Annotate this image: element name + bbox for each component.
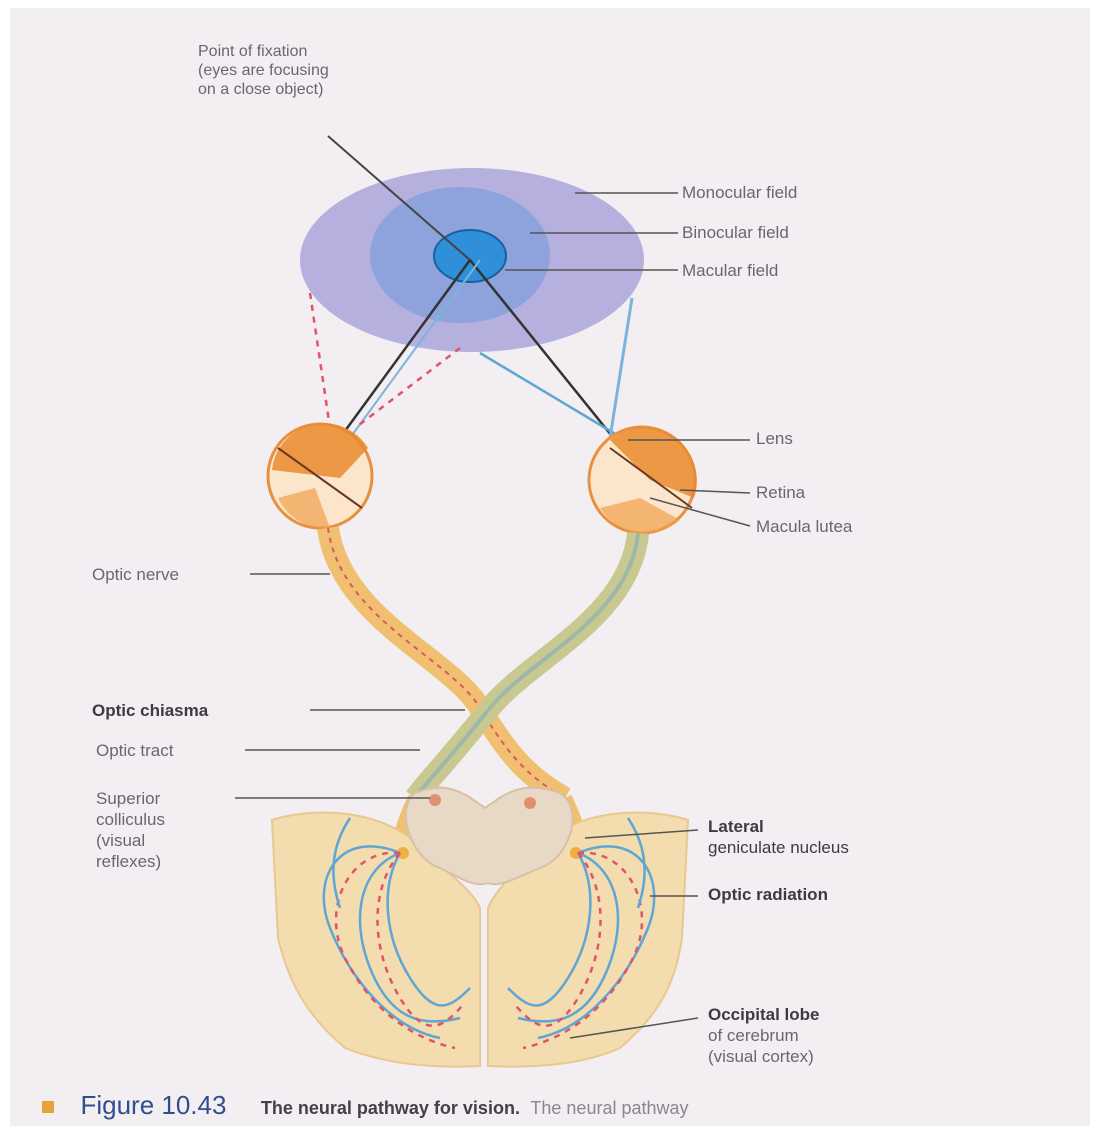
caption-continuation: The neural pathway xyxy=(530,1098,688,1118)
superior-colliculus-label: Superior colliculus (visual reflexes) xyxy=(96,788,165,872)
caption-title: The neural pathway for vision. xyxy=(261,1098,520,1118)
lens-label: Lens xyxy=(756,428,793,449)
figure-caption: Figure 10.43 The neural pathway for visi… xyxy=(42,1090,689,1121)
point-of-fixation-label: Point of fixation (eyes are focusing on … xyxy=(198,42,329,99)
optic-nerve-label: Optic nerve xyxy=(92,564,179,585)
lateral-geniculate-line-1: Lateral xyxy=(708,816,849,837)
retina-label: Retina xyxy=(756,482,805,503)
monocular-field-label: Monocular field xyxy=(682,182,797,203)
left-eye xyxy=(268,423,372,528)
macular-field-label: Macular field xyxy=(682,260,778,281)
occipital-lobe-line-1: Occipital lobe xyxy=(708,1004,819,1025)
point-of-fixation-line-1: Point of fixation xyxy=(198,42,329,61)
point-of-fixation-line-3: on a close object) xyxy=(198,80,329,99)
superior-colliculus-line-4: reflexes) xyxy=(96,851,165,872)
lateral-geniculate-line-2: geniculate nucleus xyxy=(708,837,849,858)
figure-number: Figure 10.43 xyxy=(80,1090,226,1120)
superior-colliculus-line-2: colliculus xyxy=(96,809,165,830)
superior-colliculus-line-1: Superior xyxy=(96,788,165,809)
figure-page: Point of fixation (eyes are focusing on … xyxy=(10,8,1090,1126)
occipital-lobe-line-2: of cerebrum xyxy=(708,1025,819,1046)
binocular-field-label: Binocular field xyxy=(682,222,789,243)
occipital-lobe-line-3: (visual cortex) xyxy=(708,1046,819,1067)
superior-colliculus-left xyxy=(429,794,441,806)
superior-colliculus-line-3: (visual xyxy=(96,830,165,851)
superior-colliculus-right xyxy=(524,797,536,809)
point-of-fixation-line-2: (eyes are focusing xyxy=(198,61,329,80)
macula-lutea-label: Macula lutea xyxy=(756,516,852,537)
red-field-line-left-a xyxy=(310,293,330,428)
optic-tract-label: Optic tract xyxy=(96,740,173,761)
blue-field-line-right-a xyxy=(480,353,622,438)
caption-bullet-icon xyxy=(42,1101,54,1113)
optic-chiasma-label: Optic chiasma xyxy=(92,700,208,721)
occipital-lobe-label: Occipital lobe of cerebrum (visual corte… xyxy=(708,1004,819,1067)
right-eye xyxy=(589,427,697,533)
optic-radiation-label: Optic radiation xyxy=(708,884,828,905)
lateral-geniculate-label: Lateral geniculate nucleus xyxy=(708,816,849,858)
blue-field-line-right-b xyxy=(610,298,632,438)
